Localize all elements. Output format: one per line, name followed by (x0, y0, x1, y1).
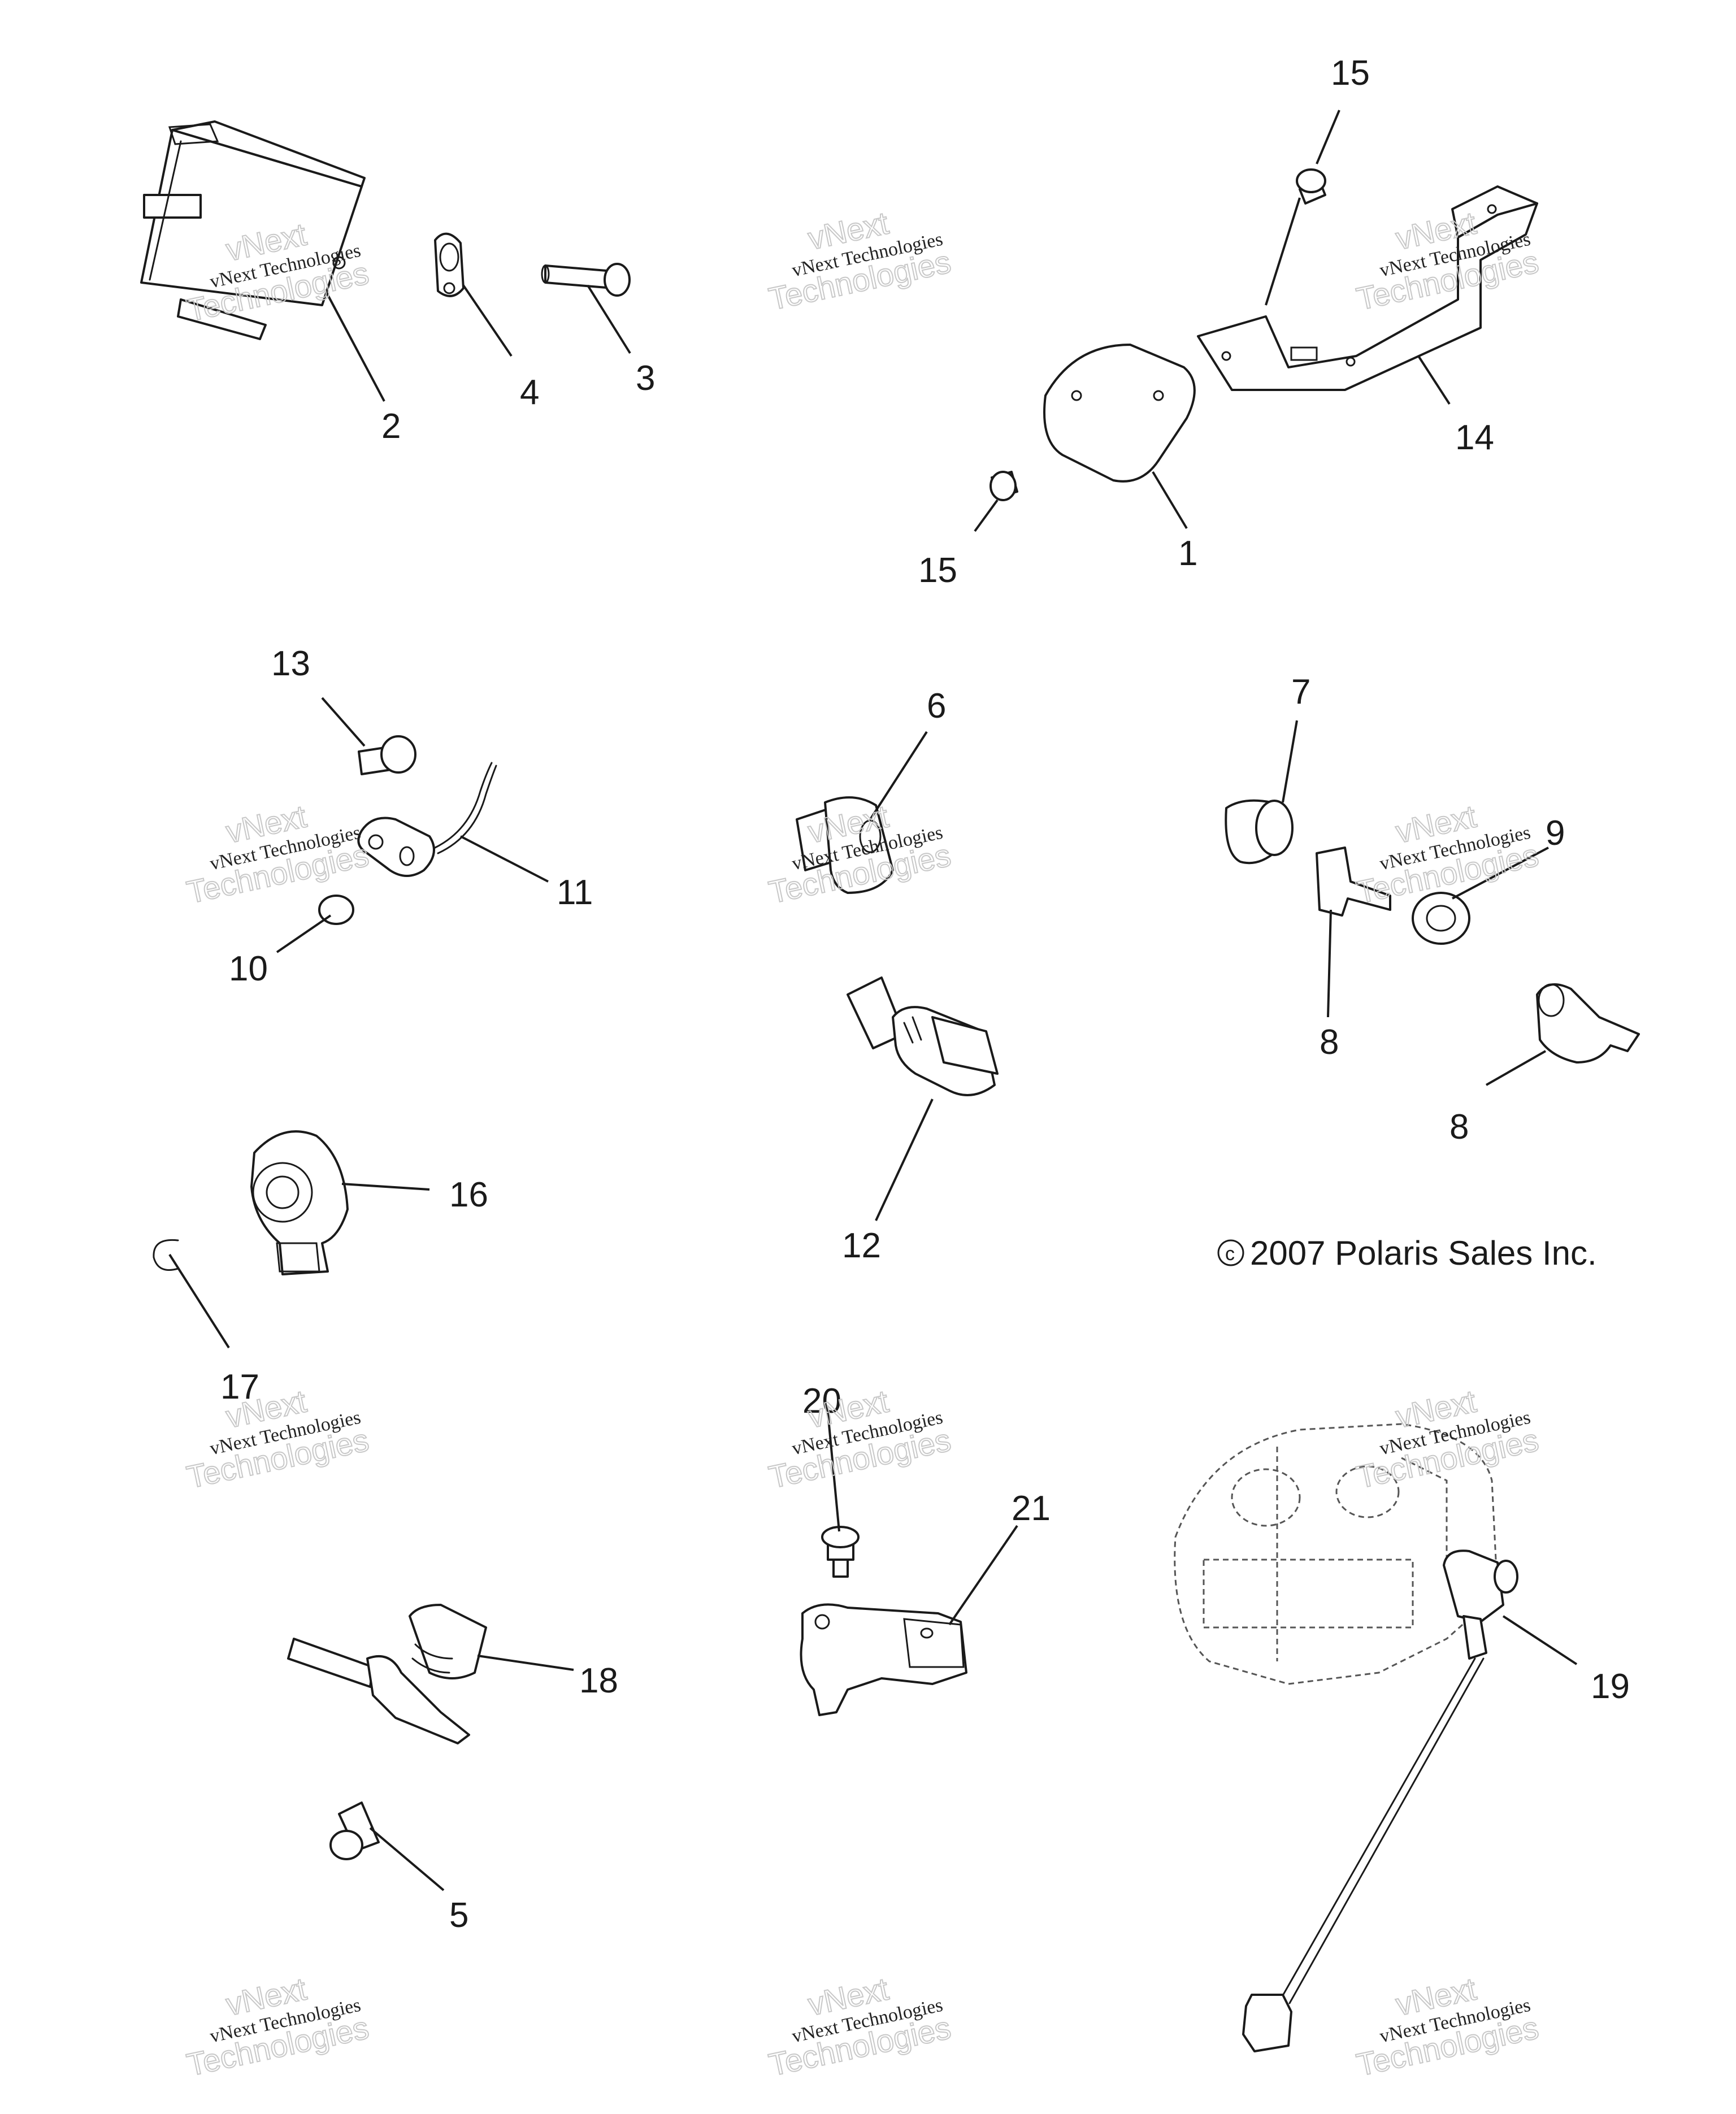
leader-15-lower (974, 499, 999, 532)
leader-2 (326, 292, 385, 402)
part-17-e-clip (153, 1239, 179, 1271)
leader-7 (1282, 720, 1298, 803)
copyright-symbol-letter: c (1225, 1243, 1235, 1265)
leader-3 (587, 284, 631, 354)
part-12-temp-sensor (847, 976, 999, 1096)
part-9-nut (1412, 892, 1470, 945)
leader-6 (869, 731, 928, 821)
leader-lines (168, 110, 1578, 1891)
leader-1 (1152, 471, 1188, 529)
callout-16: 16 (449, 1175, 488, 1214)
callout-8-plate: 8 (1320, 1023, 1339, 1062)
part-18-speed-sensor (287, 1604, 487, 1744)
part-13-bolt (358, 735, 416, 775)
leader-20 (827, 1412, 840, 1532)
watermark: vNext vNext Technologies Technologies (765, 797, 954, 910)
leader-4 (462, 284, 513, 357)
watermark: vNext vNext Technologies Technologies (1353, 1382, 1542, 1495)
callout-9: 9 (1546, 814, 1565, 853)
callout-1: 1 (1178, 534, 1197, 573)
callout-10: 10 (229, 949, 268, 988)
callout-2: 2 (381, 407, 401, 446)
part-8-switch (1536, 983, 1640, 1063)
callout-13: 13 (271, 644, 310, 683)
copyright-symbol-icon (1217, 1239, 1244, 1266)
callout-3: 3 (636, 359, 655, 398)
callout-14: 14 (1455, 418, 1494, 457)
part-4-clamp (434, 232, 465, 297)
part-2-ecu-module (140, 120, 366, 340)
part-19-throttle-body-assembly (1174, 1423, 1518, 2052)
leader-11 (460, 835, 549, 883)
part-14-bracket (1197, 185, 1538, 391)
leader-8-switch (1486, 1050, 1546, 1086)
leader-12 (875, 1099, 934, 1221)
part-21-map-sensor (800, 1603, 967, 1716)
callout-8-switch: 8 (1449, 1108, 1469, 1147)
callout-17: 17 (220, 1368, 259, 1407)
leader-8-plate (1327, 909, 1332, 1018)
leader-5 (369, 1827, 445, 1891)
watermark: vNext vNext Technologies Technologies (183, 1382, 372, 1495)
leader-13 (321, 697, 366, 747)
callout-labels: 1 2 3 4 5 6 7 8 8 9 10 11 12 13 14 15 15… (220, 54, 1630, 1935)
watermark: vNext vNext Technologies Technologies (765, 1382, 954, 1495)
callout-20: 20 (802, 1382, 841, 1421)
leader-16 (341, 1183, 430, 1191)
copyright-notice: c 2007 Polaris Sales Inc. (1217, 1234, 1597, 1272)
callout-6: 6 (927, 687, 946, 726)
callout-5: 5 (449, 1896, 468, 1935)
leader-9 (1452, 847, 1549, 900)
callout-19: 19 (1591, 1667, 1630, 1706)
watermark: vNext vNext Technologies Technologies (765, 1970, 954, 2083)
part-15-bolt-top (1296, 168, 1326, 205)
watermark: vNext vNext Technologies Technologies (183, 1970, 372, 2083)
part-20-bolt (821, 1526, 860, 1578)
callout-4: 4 (520, 373, 539, 412)
leader-15-top (1316, 110, 1340, 164)
leader-18 (477, 1655, 574, 1671)
watermarks: vNext vNext Technologies Technologies vN… (183, 204, 1542, 2083)
watermark: vNext vNext Technologies Technologies (765, 204, 954, 317)
part-7-cap (1225, 799, 1294, 865)
copyright-text: 2007 Polaris Sales Inc. (1250, 1234, 1597, 1272)
part-11-sensor-with-wire (357, 762, 497, 877)
part-8-plate (1316, 847, 1391, 917)
leader-10 (276, 914, 332, 953)
part-6-sensor (796, 796, 894, 894)
callout-21: 21 (1012, 1489, 1051, 1528)
leader-21 (948, 1525, 1018, 1626)
leader-17 (168, 1253, 230, 1349)
part-15-bolt-lower (989, 471, 1018, 501)
callout-11: 11 (557, 873, 593, 912)
callout-15-top: 15 (1331, 54, 1370, 93)
leader-14 (1417, 355, 1451, 405)
callout-15-lower: 15 (918, 551, 957, 590)
callout-7: 7 (1291, 672, 1310, 711)
part-3-pin (541, 263, 631, 297)
leader-15-top-b (1265, 197, 1301, 306)
part-5-bolt (329, 1802, 380, 1860)
callout-12: 12 (842, 1226, 881, 1265)
callout-18: 18 (579, 1661, 618, 1700)
leader-19 (1502, 1615, 1578, 1665)
watermark: vNext vNext Technologies Technologies (1353, 797, 1542, 910)
part-1-control-module (1043, 344, 1196, 483)
part-16-knock-sensor (250, 1130, 349, 1275)
watermark: vNext vNext Technologies Technologies (183, 797, 372, 910)
watermark: vNext vNext Technologies Technologies (1353, 1970, 1542, 2083)
